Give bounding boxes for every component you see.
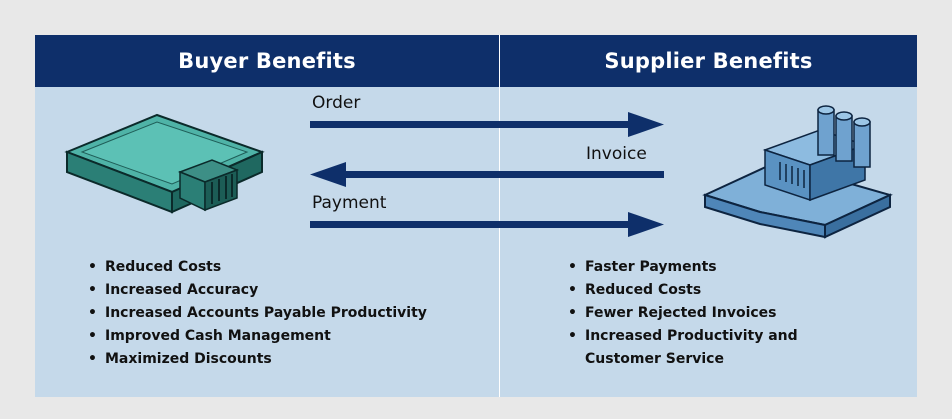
buyer-header: Buyer Benefits <box>35 35 499 87</box>
flow-label-order: Order <box>312 93 361 113</box>
list-item: Increased Productivity and <box>568 325 798 348</box>
buyer-benefits-list: Reduced Costs Increased Accuracy Increas… <box>88 256 427 371</box>
flow-label-payment: Payment <box>312 193 387 213</box>
order-arrow <box>310 112 664 137</box>
list-item: Maximized Discounts <box>88 348 427 371</box>
list-item: Improved Cash Management <box>88 325 427 348</box>
list-item: Reduced Costs <box>88 256 427 279</box>
supplier-header: Supplier Benefits <box>500 35 917 87</box>
panel-divider <box>499 35 500 397</box>
flow-label-invoice: Invoice <box>586 144 647 164</box>
list-item: Reduced Costs <box>568 279 798 302</box>
invoice-arrow <box>310 162 664 187</box>
list-item: Increased Accounts Payable Productivity <box>88 302 427 325</box>
list-item: Increased Accuracy <box>88 279 427 302</box>
payment-arrow <box>310 212 664 237</box>
supplier-benefits-list: Faster Payments Reduced Costs Fewer Reje… <box>568 256 798 371</box>
office-building-icon <box>62 110 267 239</box>
list-item-continuation: Customer Service <box>585 351 724 367</box>
list-item: Faster Payments <box>568 256 798 279</box>
factory-icon <box>700 100 900 254</box>
list-item: Fewer Rejected Invoices <box>568 302 798 325</box>
